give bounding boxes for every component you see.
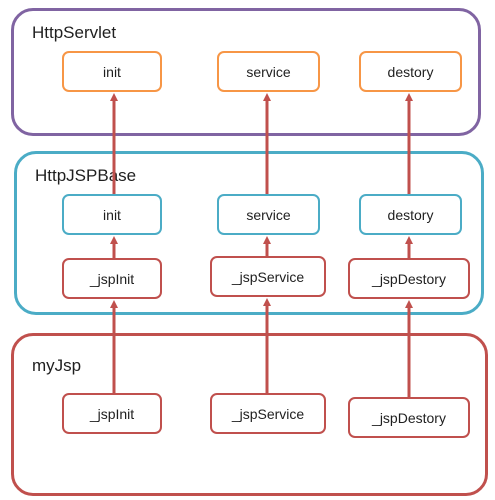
- httpjspbase-jspdestory-box: _jspDestory: [348, 258, 470, 299]
- httpservlet-init-box: init: [62, 51, 162, 92]
- httpjspbase-jspservice-box: _jspService: [210, 256, 326, 297]
- httpservlet-title: HttpServlet: [32, 23, 117, 42]
- httpjspbase-title: HttpJSPBase: [35, 166, 137, 185]
- httpservlet-destory-box: destory: [359, 51, 462, 92]
- httpjspbase-service-box: service: [217, 194, 320, 235]
- httpservlet-service-box: service: [217, 51, 320, 92]
- httpjspbase-destory-box: destory: [359, 194, 462, 235]
- httpjspbase-jspinit-box: _jspInit: [62, 258, 162, 299]
- myjsp-jspdestory-box: _jspDestory: [348, 397, 470, 438]
- myjsp-jspinit-box: _jspInit: [62, 393, 162, 434]
- myjsp-title: myJsp: [32, 356, 82, 375]
- myjsp-jspservice-box: _jspService: [210, 393, 326, 434]
- httpjspbase-init-box: init: [62, 194, 162, 235]
